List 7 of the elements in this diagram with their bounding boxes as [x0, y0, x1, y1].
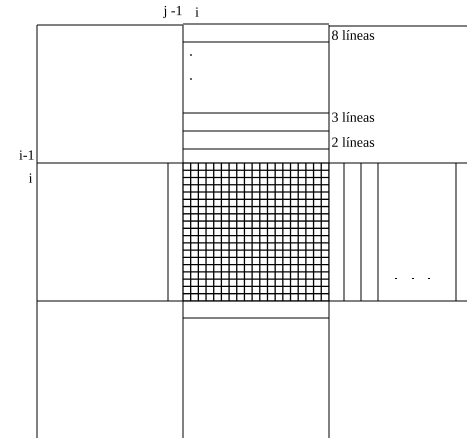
- line-count-label: 8 líneas: [332, 30, 374, 40]
- column-index: i: [195, 7, 199, 17]
- line-count-label: 3 líneas: [332, 112, 374, 122]
- line-count-label: 2 líneas: [332, 137, 374, 147]
- column-index: j -1: [163, 6, 182, 18]
- row-index: i: [28, 173, 32, 183]
- row-index: i-1: [19, 150, 34, 160]
